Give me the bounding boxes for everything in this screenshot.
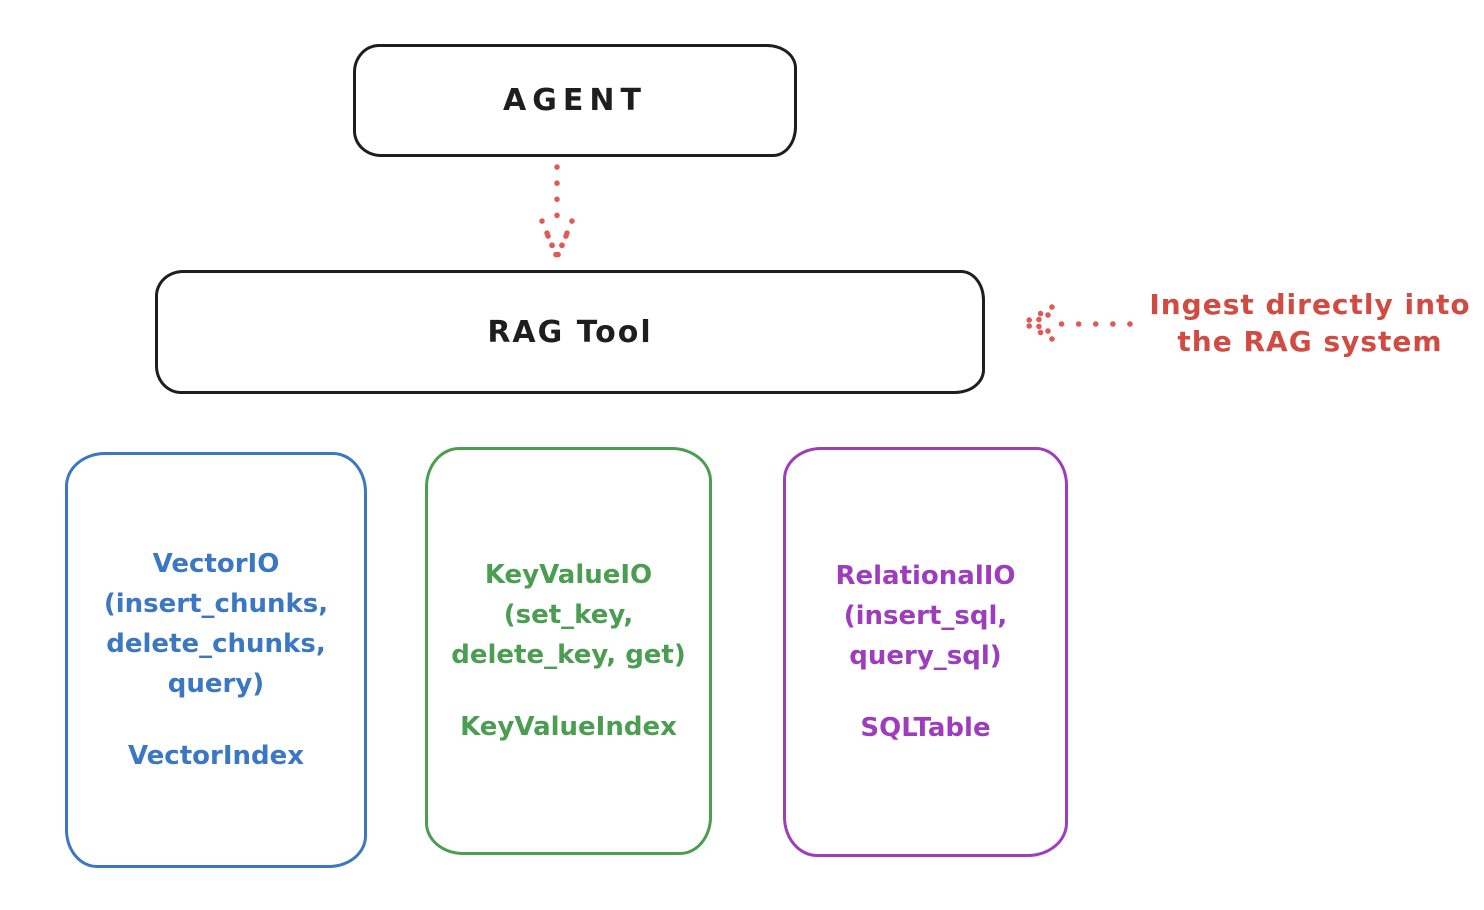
store-title-line: query) [167, 669, 265, 699]
sql-table-label: SQLTable [860, 713, 991, 743]
store-title-line: (insert_chunks, [103, 589, 329, 619]
rag-tool-node: RAG Tool [155, 270, 985, 394]
ingest-annotation-line2: the RAG system [1177, 325, 1443, 358]
relational-io-text: RelationalIO (insert_sql, query_sql) SQL… [835, 556, 1015, 748]
annotation-to-ragtool-arrow-icon [1021, 304, 1133, 342]
key-value-index-label: KeyValueIndex [460, 712, 677, 742]
store-title-line: (insert_sql, [843, 601, 1008, 631]
ingest-annotation: Ingest directly into the RAG system [1138, 286, 1482, 360]
agent-to-ragtool-arrow-icon [539, 164, 575, 260]
rag-tool-label: RAG Tool [487, 314, 653, 350]
agent-label: AGENT [503, 83, 647, 118]
ingest-annotation-line1: Ingest directly into [1149, 288, 1471, 321]
store-title-line: query_sql) [849, 641, 1002, 671]
key-value-io-box: KeyValueIO (set_key, delete_key, get) Ke… [425, 447, 712, 855]
vector-io-text: VectorIO (insert_chunks, delete_chunks, … [104, 544, 328, 776]
store-title-line: delete_key, get) [451, 640, 686, 670]
store-title-line: (set_key, [503, 600, 634, 630]
relational-io-box: RelationalIO (insert_sql, query_sql) SQL… [783, 447, 1068, 857]
store-title-line: KeyValueIO [484, 560, 653, 590]
key-value-io-text: KeyValueIO (set_key, delete_key, get) Ke… [451, 555, 686, 747]
store-title-line: VectorIO [152, 549, 280, 579]
vector-io-box: VectorIO (insert_chunks, delete_chunks, … [65, 452, 367, 868]
agent-node: AGENT [353, 44, 797, 157]
store-title-line: delete_chunks, [106, 629, 326, 659]
vector-index-label: VectorIndex [127, 741, 305, 771]
store-title-line: RelationalIO [835, 561, 1016, 591]
